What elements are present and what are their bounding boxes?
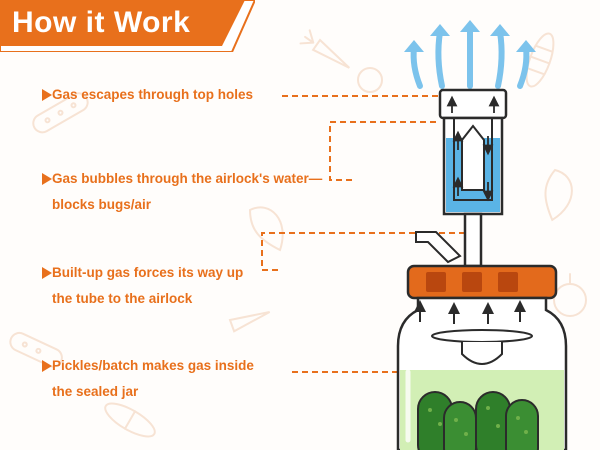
pickle-icon: [505, 399, 539, 450]
step-2-text: Gas bubbles through the airlock's water—…: [52, 166, 322, 218]
gas-arrow-icon: [490, 24, 510, 89]
bullet-arrow-icon: [42, 89, 52, 101]
header-banner: [0, 0, 255, 52]
step-4-line-2: the sealed jar: [52, 384, 139, 399]
pickle-bumps: [428, 406, 528, 436]
pickle-icon: [475, 391, 511, 450]
gas-arrow-icon: [430, 24, 450, 89]
bullet-arrow-icon: [42, 173, 52, 185]
leader-line-2: [329, 121, 440, 181]
carrot-doodle-icon: [299, 29, 351, 69]
cucumber-doodle-icon: [32, 92, 89, 134]
lid-ridge: [498, 272, 518, 292]
step-4-text: Pickles/batch makes gas inside the seale…: [52, 353, 254, 405]
airlock-inner-chamber: [461, 124, 485, 191]
gas-escape-arrows: [404, 20, 536, 89]
tube-grommet: [415, 231, 462, 264]
airlock-cap: [438, 88, 508, 120]
step-3-text: Built-up gas forces its way up the tube …: [52, 260, 243, 312]
bullet-arrow-icon: [42, 267, 52, 279]
corn-doodle-icon: [525, 32, 555, 88]
corn-doodle-icon-2: [104, 402, 156, 438]
pickles: [417, 391, 539, 450]
gas-arrow-icon: [404, 40, 424, 89]
gas-arrow-icon: [516, 40, 536, 89]
lid-ridge: [462, 272, 482, 292]
jar-gas-arrows: [414, 300, 526, 324]
pickle-icon: [443, 401, 477, 450]
pepper-doodle-icon-2: [544, 168, 573, 222]
gas-arrow-icon: [460, 20, 480, 89]
airlock-tube: [463, 212, 483, 268]
garlic-doodle-icon-2: [357, 67, 383, 93]
pepper-doodle-icon: [248, 206, 284, 252]
step-2-line-2: blocks bugs/air: [52, 197, 152, 212]
cucumber-doodle-icon-2: [9, 331, 63, 368]
cap-gas-arrows: [446, 95, 500, 113]
step-1-text: Gas escapes through top holes: [52, 82, 253, 108]
carrot-doodle-icon-2: [228, 310, 271, 333]
step-3-line-2: the tube to the airlock: [52, 291, 193, 306]
fermentation-weight: [461, 342, 503, 366]
lid-ridge: [426, 272, 446, 292]
bullet-arrow-icon: [42, 360, 52, 372]
airlock-flow-arrows: [452, 130, 494, 202]
page-title: How it Work: [12, 6, 191, 39]
step-3-line-1: Built-up gas forces its way up: [52, 265, 244, 280]
step-4-line-1: Pickles/batch makes gas inside: [52, 358, 254, 373]
garlic-doodle-icon: [553, 273, 587, 317]
step-2-line-1: Gas bubbles through the airlock's water—: [52, 171, 323, 186]
step-1-line-1: Gas escapes through top holes: [52, 87, 254, 102]
leader-line-3: [261, 232, 470, 271]
